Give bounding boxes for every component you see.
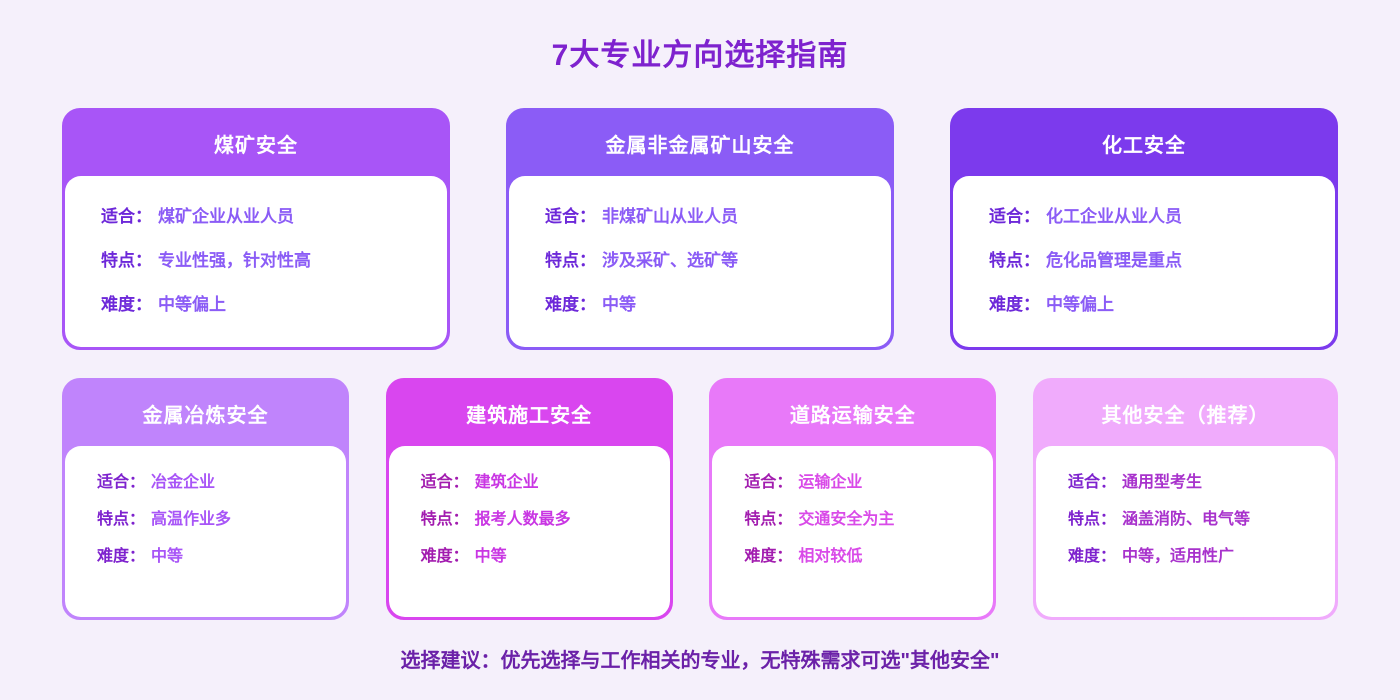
info-value-feature: 专业性强，针对性高 <box>158 251 311 270</box>
info-value-difficulty: 中等偏上 <box>158 295 226 314</box>
card-title: 化工安全 <box>1102 135 1186 157</box>
info-value-suitable: 建筑企业 <box>474 474 539 491</box>
card-title: 煤矿安全 <box>214 135 298 157</box>
info-line-feature: 特点： 高温作业多 <box>97 505 336 529</box>
info-line-feature: 特点： 报考人数最多 <box>421 505 660 529</box>
info-value-difficulty: 中等 <box>602 295 636 314</box>
cards-row-bottom: 金属冶炼安全 适合： 冶金企业 特点： 高温作业多 难度： 中等 建筑施工安全 适合：… <box>0 378 1400 620</box>
info-line-suitable: 适合： 冶金企业 <box>97 468 336 492</box>
card-header: 金属非金属矿山安全 <box>509 111 891 176</box>
card-header: 道路运输安全 <box>712 381 994 446</box>
card-body: 适合： 通用型考生 特点： 涵盖消防、电气等 难度： 中等，适用性广 <box>1035 446 1335 617</box>
info-label-difficulty: 难度： <box>545 295 596 314</box>
card-body: 适合： 冶金企业 特点： 高温作业多 难度： 中等 <box>65 446 346 617</box>
info-line-suitable: 适合： 通用型考生 <box>1068 468 1325 492</box>
info-label-feature: 特点： <box>101 251 152 270</box>
card-body: 适合： 煤矿企业从业人员 特点： 专业性强，针对性高 难度： 中等偏上 <box>65 176 447 347</box>
info-label-feature: 特点： <box>545 251 596 270</box>
info-line-difficulty: 难度： 中等 <box>97 542 336 566</box>
info-value-feature: 涵盖消防、电气等 <box>1121 511 1250 528</box>
info-label-suitable: 适合： <box>101 207 152 226</box>
info-line-difficulty: 难度： 中等偏上 <box>989 290 1323 315</box>
info-label-suitable: 适合： <box>545 207 596 226</box>
card-header: 建筑施工安全 <box>388 381 670 446</box>
info-label-difficulty: 难度： <box>97 548 146 565</box>
info-value-suitable: 冶金企业 <box>151 474 216 491</box>
info-line-suitable: 适合： 建筑企业 <box>421 468 660 492</box>
info-label-feature: 特点： <box>989 251 1040 270</box>
card-metal-smelting-safety: 金属冶炼安全 适合： 冶金企业 特点： 高温作业多 难度： 中等 <box>62 378 349 620</box>
info-line-feature: 特点： 涵盖消防、电气等 <box>1068 505 1325 529</box>
card-title: 道路运输安全 <box>789 405 916 427</box>
info-line-difficulty: 难度： 中等 <box>545 290 879 315</box>
card-title: 金属非金属矿山安全 <box>605 135 795 157</box>
card-header: 其他安全（推荐） <box>1035 381 1335 446</box>
info-value-difficulty: 中等 <box>151 548 184 565</box>
info-line-suitable: 适合： 非煤矿山从业人员 <box>545 202 879 227</box>
info-label-feature: 特点： <box>1067 511 1116 528</box>
info-line-feature: 特点： 涉及采矿、选矿等 <box>545 246 879 271</box>
info-label-difficulty: 难度： <box>1067 548 1116 565</box>
info-label-feature: 特点： <box>420 511 469 528</box>
info-value-feature: 交通安全为主 <box>798 511 895 528</box>
card-title: 建筑施工安全 <box>466 405 593 427</box>
card-body: 适合： 化工企业从业人员 特点： 危化品管理是重点 难度： 中等偏上 <box>953 176 1335 347</box>
info-value-feature: 报考人数最多 <box>474 511 571 528</box>
info-value-difficulty: 中等，适用性广 <box>1121 548 1234 565</box>
info-line-difficulty: 难度： 中等，适用性广 <box>1068 542 1325 566</box>
card-title: 其他安全（推荐） <box>1101 405 1270 427</box>
info-value-feature: 高温作业多 <box>151 511 232 528</box>
card-header: 煤矿安全 <box>65 111 447 176</box>
info-value-difficulty: 相对较低 <box>798 548 863 565</box>
info-line-feature: 特点： 危化品管理是重点 <box>989 246 1323 271</box>
info-label-difficulty: 难度： <box>101 295 152 314</box>
info-line-feature: 特点： 交通安全为主 <box>744 505 983 529</box>
card-body: 适合： 非煤矿山从业人员 特点： 涉及采矿、选矿等 难度： 中等 <box>509 176 891 347</box>
card-construction-safety: 建筑施工安全 适合： 建筑企业 特点： 报考人数最多 难度： 中等 <box>385 378 673 620</box>
info-label-suitable: 适合： <box>744 474 793 491</box>
card-header: 化工安全 <box>953 111 1335 176</box>
card-road-transport-safety: 道路运输安全 适合： 运输企业 特点： 交通安全为主 难度： 相对较低 <box>709 378 997 620</box>
info-line-difficulty: 难度： 中等偏上 <box>101 290 435 315</box>
info-value-suitable: 非煤矿山从业人员 <box>602 207 738 226</box>
info-value-difficulty: 中等偏上 <box>1046 295 1114 314</box>
advice-text: 选择建议：优先选择与工作相关的专业，无特殊需求可选"其他安全" <box>400 650 1000 672</box>
info-line-difficulty: 难度： 相对较低 <box>744 542 983 566</box>
info-value-suitable: 煤矿企业从业人员 <box>158 207 294 226</box>
info-value-feature: 危化品管理是重点 <box>1046 251 1182 270</box>
info-value-suitable: 通用型考生 <box>1121 474 1202 491</box>
info-value-difficulty: 中等 <box>474 548 507 565</box>
page-title: 7大专业方向选择指南 <box>551 39 849 72</box>
info-label-suitable: 适合： <box>989 207 1040 226</box>
info-label-difficulty: 难度： <box>744 548 793 565</box>
info-value-feature: 涉及采矿、选矿等 <box>602 251 738 270</box>
info-label-difficulty: 难度： <box>989 295 1040 314</box>
info-line-suitable: 适合： 化工企业从业人员 <box>989 202 1323 227</box>
card-other-safety-recommended: 其他安全（推荐） 适合： 通用型考生 特点： 涵盖消防、电气等 难度： 中等，适用性广 <box>1032 378 1338 620</box>
cards-row-top: 煤矿安全 适合： 煤矿企业从业人员 特点： 专业性强，针对性高 难度： 中等偏上 金属… <box>0 108 1400 350</box>
info-label-difficulty: 难度： <box>420 548 469 565</box>
info-line-suitable: 适合： 煤矿企业从业人员 <box>101 202 435 227</box>
info-label-feature: 特点： <box>97 511 146 528</box>
info-label-suitable: 适合： <box>1067 474 1116 491</box>
info-line-difficulty: 难度： 中等 <box>421 542 660 566</box>
card-body: 适合： 建筑企业 特点： 报考人数最多 难度： 中等 <box>388 446 670 617</box>
info-line-suitable: 适合： 运输企业 <box>744 468 983 492</box>
card-title: 金属冶炼安全 <box>142 405 269 427</box>
card-header: 金属冶炼安全 <box>65 381 346 446</box>
card-chemical-safety: 化工安全 适合： 化工企业从业人员 特点： 危化品管理是重点 难度： 中等偏上 <box>950 108 1338 350</box>
info-value-suitable: 运输企业 <box>798 474 863 491</box>
card-metal-nonmetal-mine-safety: 金属非金属矿山安全 适合： 非煤矿山从业人员 特点： 涉及采矿、选矿等 难度： 中等 <box>506 108 894 350</box>
info-label-feature: 特点： <box>744 511 793 528</box>
info-label-suitable: 适合： <box>97 474 146 491</box>
info-line-feature: 特点： 专业性强，针对性高 <box>101 246 435 271</box>
card-coal-mine-safety: 煤矿安全 适合： 煤矿企业从业人员 特点： 专业性强，针对性高 难度： 中等偏上 <box>62 108 450 350</box>
info-label-suitable: 适合： <box>420 474 469 491</box>
card-body: 适合： 运输企业 特点： 交通安全为主 难度： 相对较低 <box>712 446 994 617</box>
info-value-suitable: 化工企业从业人员 <box>1046 207 1182 226</box>
